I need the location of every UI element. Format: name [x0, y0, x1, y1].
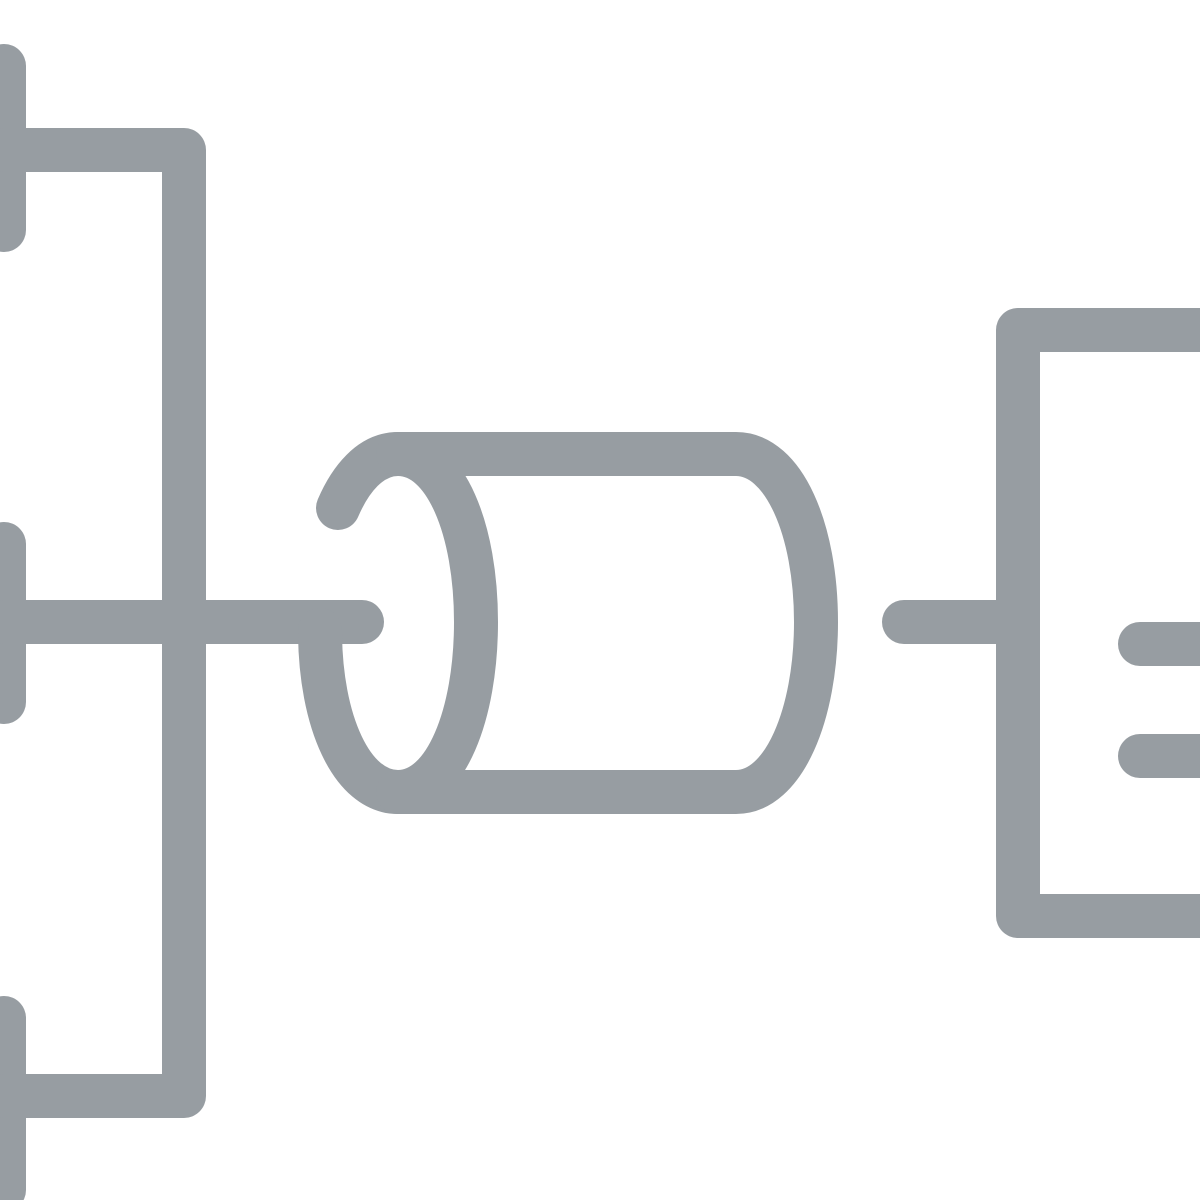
pipe-cylinder-icon	[298, 432, 838, 814]
document-frame	[996, 308, 1200, 938]
icon-strokes	[0, 44, 1200, 1200]
cylinder-body	[376, 432, 838, 814]
input-bracket-icon	[0, 44, 384, 1200]
output-document-icon	[882, 308, 1200, 938]
